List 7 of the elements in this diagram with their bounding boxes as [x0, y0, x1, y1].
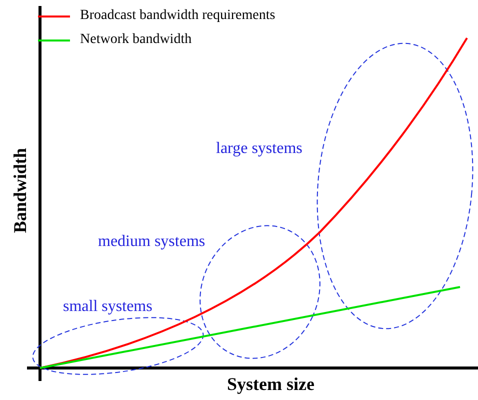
region-label: medium systems	[98, 233, 206, 251]
region-label: small systems	[63, 298, 152, 316]
axis-title: System size	[227, 374, 314, 395]
legend-label: Broadcast bandwidth requirements	[80, 8, 276, 24]
region-label: large systems	[216, 140, 302, 158]
axis-title: Bandwidth	[10, 148, 32, 234]
legend-label: Network bandwidth	[80, 32, 192, 48]
